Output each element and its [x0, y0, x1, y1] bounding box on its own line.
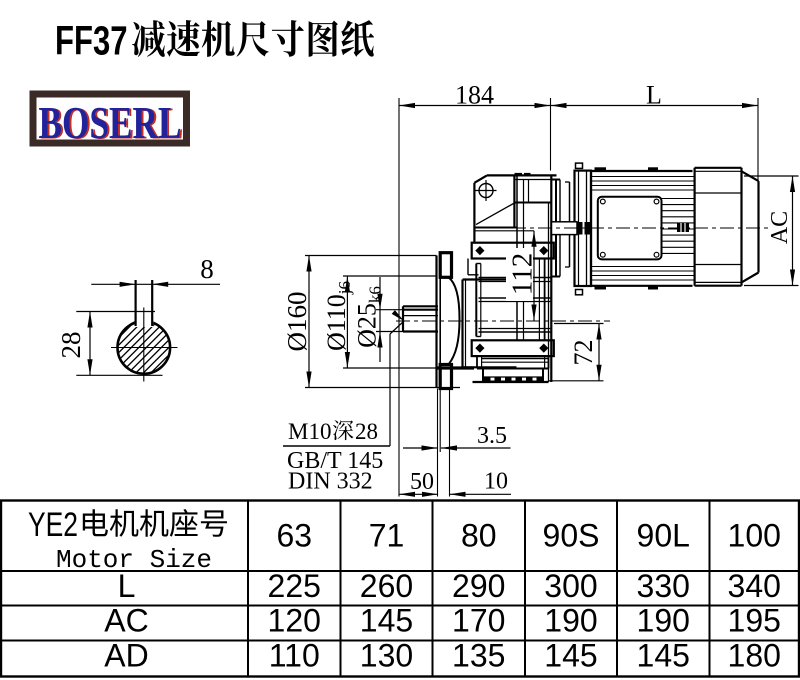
svg-text:Motor Size: Motor Size — [56, 545, 212, 575]
svg-text:180: 180 — [728, 638, 781, 674]
svg-text:300: 300 — [544, 568, 597, 604]
svg-text:184: 184 — [455, 81, 494, 110]
svg-text:110: 110 — [269, 638, 320, 674]
svg-text:80: 80 — [461, 518, 497, 554]
svg-text:DIN 332: DIN 332 — [288, 469, 373, 495]
svg-text:AC: AC — [104, 603, 148, 639]
svg-text:90S: 90S — [543, 518, 600, 554]
svg-text:L: L — [646, 81, 662, 110]
svg-text:120: 120 — [268, 603, 321, 639]
svg-text:130: 130 — [360, 638, 413, 674]
svg-text:63: 63 — [276, 518, 312, 554]
svg-text:170: 170 — [452, 603, 505, 639]
svg-text:8: 8 — [200, 254, 214, 284]
svg-text:135: 135 — [452, 638, 505, 674]
svg-text:225: 225 — [268, 568, 321, 604]
svg-text:72: 72 — [569, 340, 598, 366]
svg-text:190: 190 — [637, 603, 690, 639]
svg-text:28: 28 — [355, 419, 378, 444]
svg-text:BOSERL: BOSERL — [41, 98, 184, 149]
svg-text:BOSERL: BOSERL — [39, 97, 182, 148]
svg-text:290: 290 — [452, 568, 505, 604]
svg-text:Ø110j6: Ø110j6 — [322, 281, 354, 351]
svg-text:AC: AC — [767, 211, 793, 244]
svg-text:M10: M10 — [288, 419, 331, 444]
svg-text:330: 330 — [637, 568, 690, 604]
svg-text:145: 145 — [360, 603, 413, 639]
svg-text:L: L — [118, 568, 136, 604]
svg-text:10: 10 — [484, 469, 508, 495]
svg-text:GB/T 145: GB/T 145 — [287, 448, 383, 474]
svg-text:145: 145 — [637, 638, 690, 674]
svg-text:71: 71 — [369, 518, 405, 554]
svg-text:Ø160: Ø160 — [282, 292, 312, 352]
svg-text:190: 190 — [544, 603, 597, 639]
svg-text:195: 195 — [728, 603, 781, 639]
svg-text:340: 340 — [728, 568, 781, 604]
svg-text:FF37: FF37 — [55, 18, 128, 64]
svg-text:Ø25k6: Ø25k6 — [353, 286, 385, 348]
svg-text:260: 260 — [360, 568, 413, 604]
svg-text:100: 100 — [728, 518, 781, 554]
svg-text:3.5: 3.5 — [477, 423, 507, 449]
svg-text:28: 28 — [56, 332, 86, 359]
svg-text:90L: 90L — [637, 518, 690, 554]
svg-text:50: 50 — [410, 469, 434, 495]
svg-text:AD: AD — [104, 638, 148, 674]
svg-text:112: 112 — [507, 253, 539, 295]
svg-text:YE2: YE2 — [28, 506, 78, 544]
svg-text:145: 145 — [544, 638, 597, 674]
